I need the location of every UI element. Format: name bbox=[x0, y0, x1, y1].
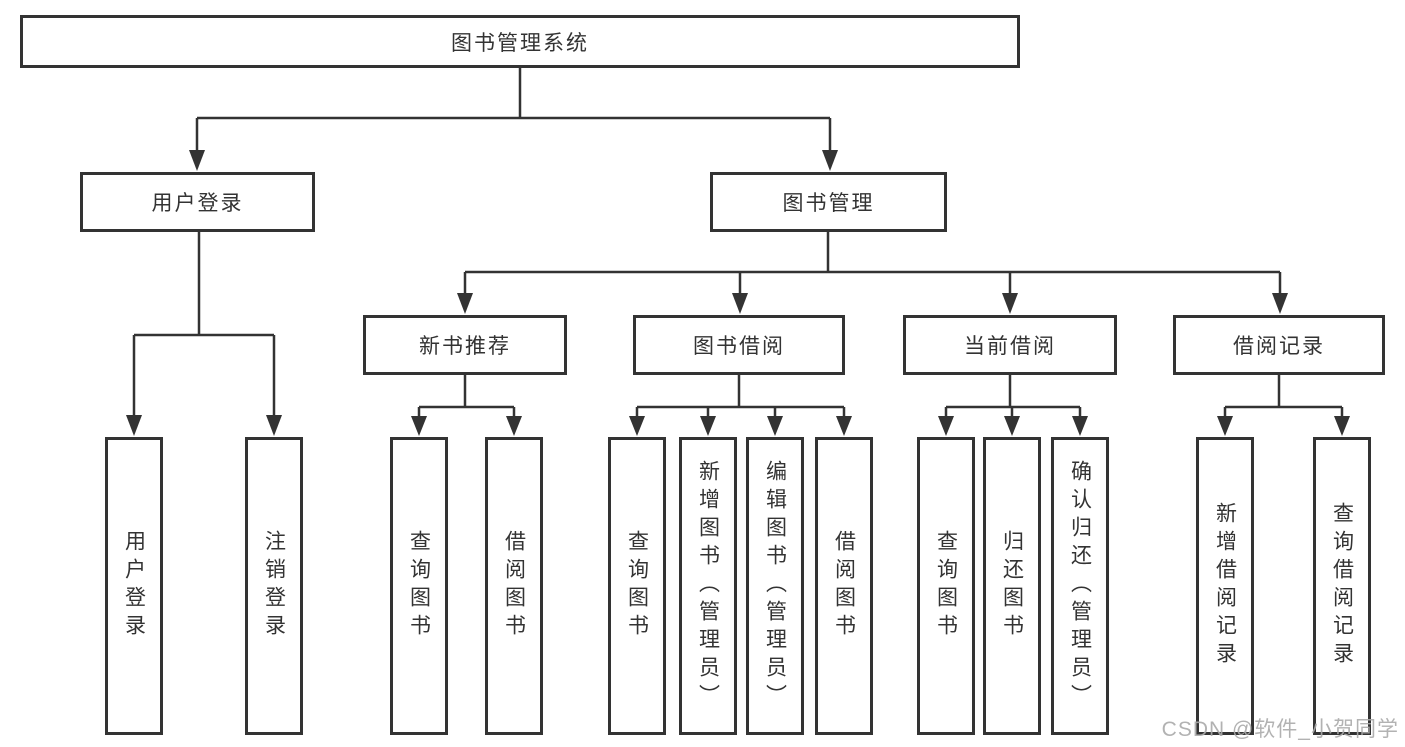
leaf-label: 查询图书 bbox=[934, 530, 958, 642]
leaf-label: 编辑图书（管理员） bbox=[763, 460, 787, 712]
leaf-query-borrow-record: 查询借阅记录 bbox=[1313, 437, 1371, 735]
leaf-label: 注销登录 bbox=[262, 530, 286, 642]
leaf-label: 用户登录 bbox=[122, 530, 146, 642]
node-book-management: 图书管理 bbox=[710, 172, 947, 232]
leaf-user-login: 用户登录 bbox=[105, 437, 163, 735]
leaf-query-books-recommendation: 查询图书 bbox=[390, 437, 448, 735]
leaf-label: 查询借阅记录 bbox=[1330, 502, 1354, 670]
leaf-label: 查询图书 bbox=[407, 530, 431, 642]
node-label: 图书借阅 bbox=[693, 335, 785, 358]
leaf-label: 新增图书（管理员） bbox=[696, 460, 720, 712]
leaf-return-books: 归还图书 bbox=[983, 437, 1041, 735]
node-label: 新书推荐 bbox=[419, 335, 511, 358]
node-label: 借阅记录 bbox=[1233, 335, 1325, 358]
leaf-label: 借阅图书 bbox=[832, 530, 856, 642]
leaf-borrow-books-recommendation: 借阅图书 bbox=[485, 437, 543, 735]
node-user-login: 用户登录 bbox=[80, 172, 315, 232]
node-current-borrowing: 当前借阅 bbox=[903, 315, 1117, 375]
node-label: 当前借阅 bbox=[964, 335, 1056, 358]
leaf-label: 查询图书 bbox=[625, 530, 649, 642]
leaf-borrow-books-borrowing: 借阅图书 bbox=[815, 437, 873, 735]
leaf-query-books-current: 查询图书 bbox=[917, 437, 975, 735]
leaf-label: 借阅图书 bbox=[502, 530, 526, 642]
node-label: 图书管理系统 bbox=[451, 31, 589, 55]
leaf-query-books-borrowing: 查询图书 bbox=[608, 437, 666, 735]
node-library-management-system: 图书管理系统 bbox=[20, 15, 1020, 68]
node-borrowing-records: 借阅记录 bbox=[1173, 315, 1385, 375]
node-new-book-recommendation: 新书推荐 bbox=[363, 315, 567, 375]
leaf-add-borrow-record: 新增借阅记录 bbox=[1196, 437, 1254, 735]
leaf-add-book-admin: 新增图书（管理员） bbox=[679, 437, 737, 735]
node-label: 图书管理 bbox=[782, 192, 875, 215]
node-label: 用户登录 bbox=[151, 192, 244, 215]
node-book-borrowing: 图书借阅 bbox=[633, 315, 845, 375]
leaf-label: 确认归还（管理员） bbox=[1068, 460, 1092, 712]
leaf-label: 归还图书 bbox=[1000, 530, 1024, 642]
leaf-label: 新增借阅记录 bbox=[1213, 502, 1237, 670]
leaf-edit-book-admin: 编辑图书（管理员） bbox=[746, 437, 804, 735]
leaf-confirm-return-admin: 确认归还（管理员） bbox=[1051, 437, 1109, 735]
leaf-logout: 注销登录 bbox=[245, 437, 303, 735]
